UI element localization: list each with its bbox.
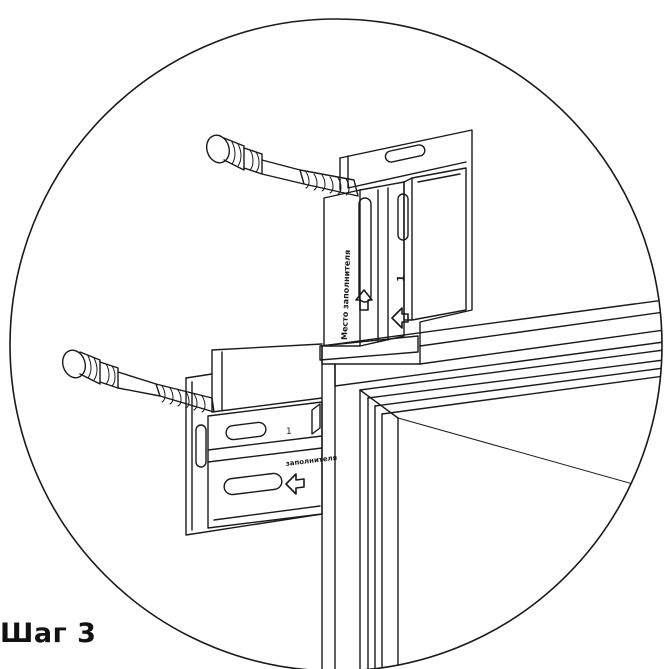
horizontal-mounting-bracket [185, 343, 323, 536]
vertical-mounting-bracket [319, 129, 473, 361]
side-slot [195, 424, 207, 468]
arrow-left-icon [285, 473, 305, 495]
arrow-up-icon [355, 289, 373, 311]
bracket-text-vertical: Место заполнителя [340, 250, 352, 340]
vertical-slot-small [397, 193, 409, 241]
bracket-slot [384, 144, 426, 163]
wall-plug-anchor-icon [205, 134, 359, 197]
bracket-number-vertical: 1 [396, 275, 407, 282]
horizontal-slot-lower [223, 472, 283, 496]
wall-plug-anchor-icon [61, 349, 215, 413]
horizontal-slot-upper [225, 421, 267, 441]
step-label: Шаг 3 [0, 618, 97, 649]
arrow-left-icon [391, 307, 409, 329]
bracket-number-horizontal: 1 [286, 427, 292, 437]
vertical-slot [358, 197, 372, 303]
detail-circle [9, 18, 663, 669]
bracket-text-horizontal: заполнителя [285, 454, 337, 468]
